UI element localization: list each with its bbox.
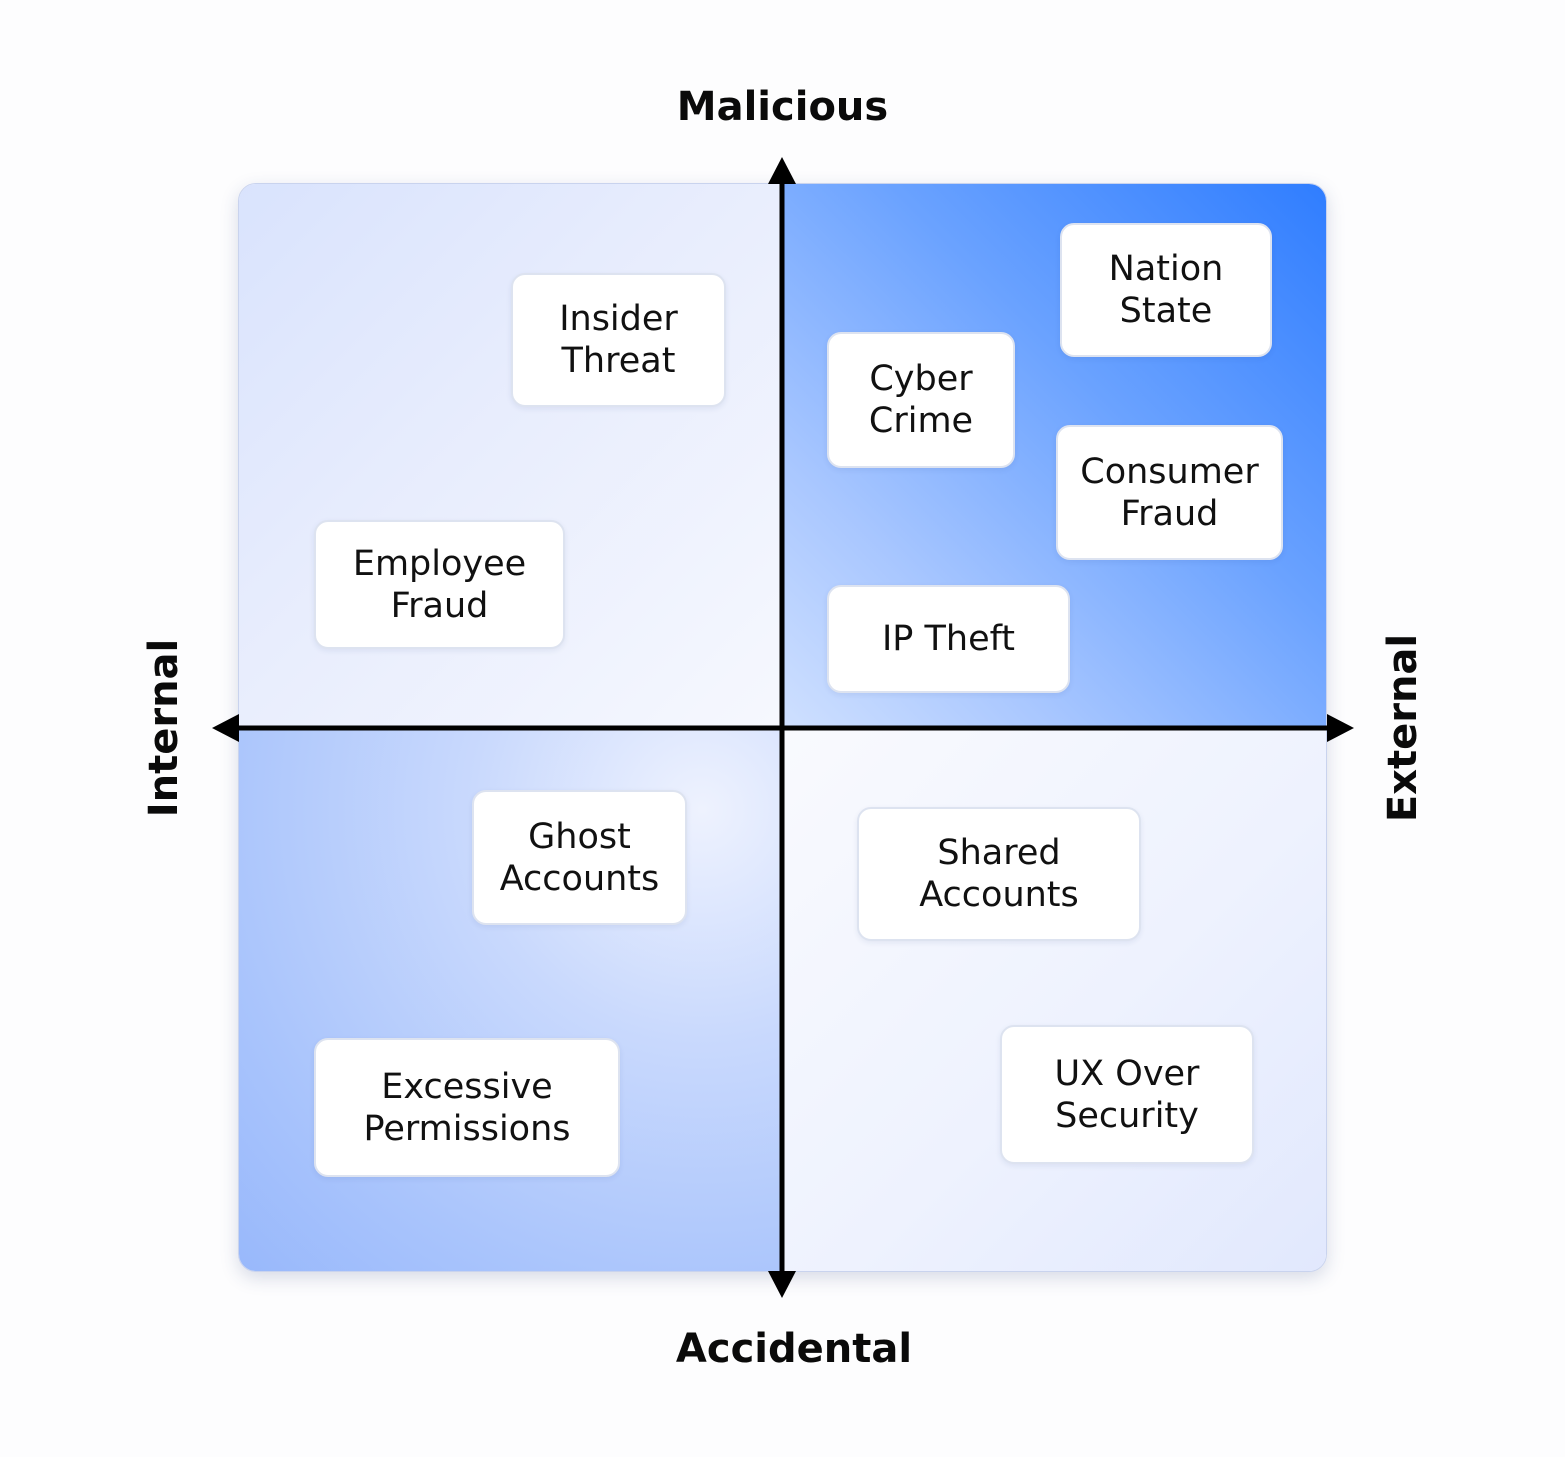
card-label: Insider Threat: [559, 299, 678, 381]
card-label: Consumer Fraud: [1080, 451, 1259, 534]
arrow-right-icon: [1327, 714, 1354, 742]
card-shared-accounts: Shared Accounts: [857, 807, 1141, 941]
card-insider-threat: Insider Threat: [511, 273, 726, 407]
card-ip-theft: IP Theft: [827, 585, 1070, 693]
axis-label-internal: Internal: [141, 638, 187, 818]
axis-label-accidental: Accidental: [675, 1326, 913, 1372]
axis-label-malicious: Malicious: [676, 84, 889, 130]
axis-label-external: External: [1380, 633, 1426, 823]
card-employee-fraud: Employee Fraud: [314, 520, 565, 649]
card-label: Shared Accounts: [919, 833, 1079, 915]
card-label: Excessive Permissions: [363, 1066, 571, 1149]
card-nation-state: Nation State: [1060, 223, 1272, 357]
card-label: Ghost Accounts: [499, 816, 660, 899]
card-ux-over-security: UX Over Security: [1000, 1025, 1254, 1164]
card-label: IP Theft: [881, 619, 1016, 659]
card-cyber-crime: Cyber Crime: [827, 332, 1015, 468]
card-label: UX Over Security: [1054, 1053, 1200, 1136]
card-label: Cyber Crime: [868, 359, 974, 441]
arrow-down-icon: [768, 1271, 796, 1298]
arrow-left-icon: [212, 714, 239, 742]
card-label: Nation State: [1108, 249, 1224, 331]
card-consumer-fraud: Consumer Fraud: [1056, 425, 1283, 560]
arrow-up-icon: [768, 157, 796, 184]
card-excessive-permissions: Excessive Permissions: [314, 1038, 620, 1177]
card-label: Employee Fraud: [352, 543, 527, 626]
card-ghost-accounts: Ghost Accounts: [472, 790, 687, 925]
